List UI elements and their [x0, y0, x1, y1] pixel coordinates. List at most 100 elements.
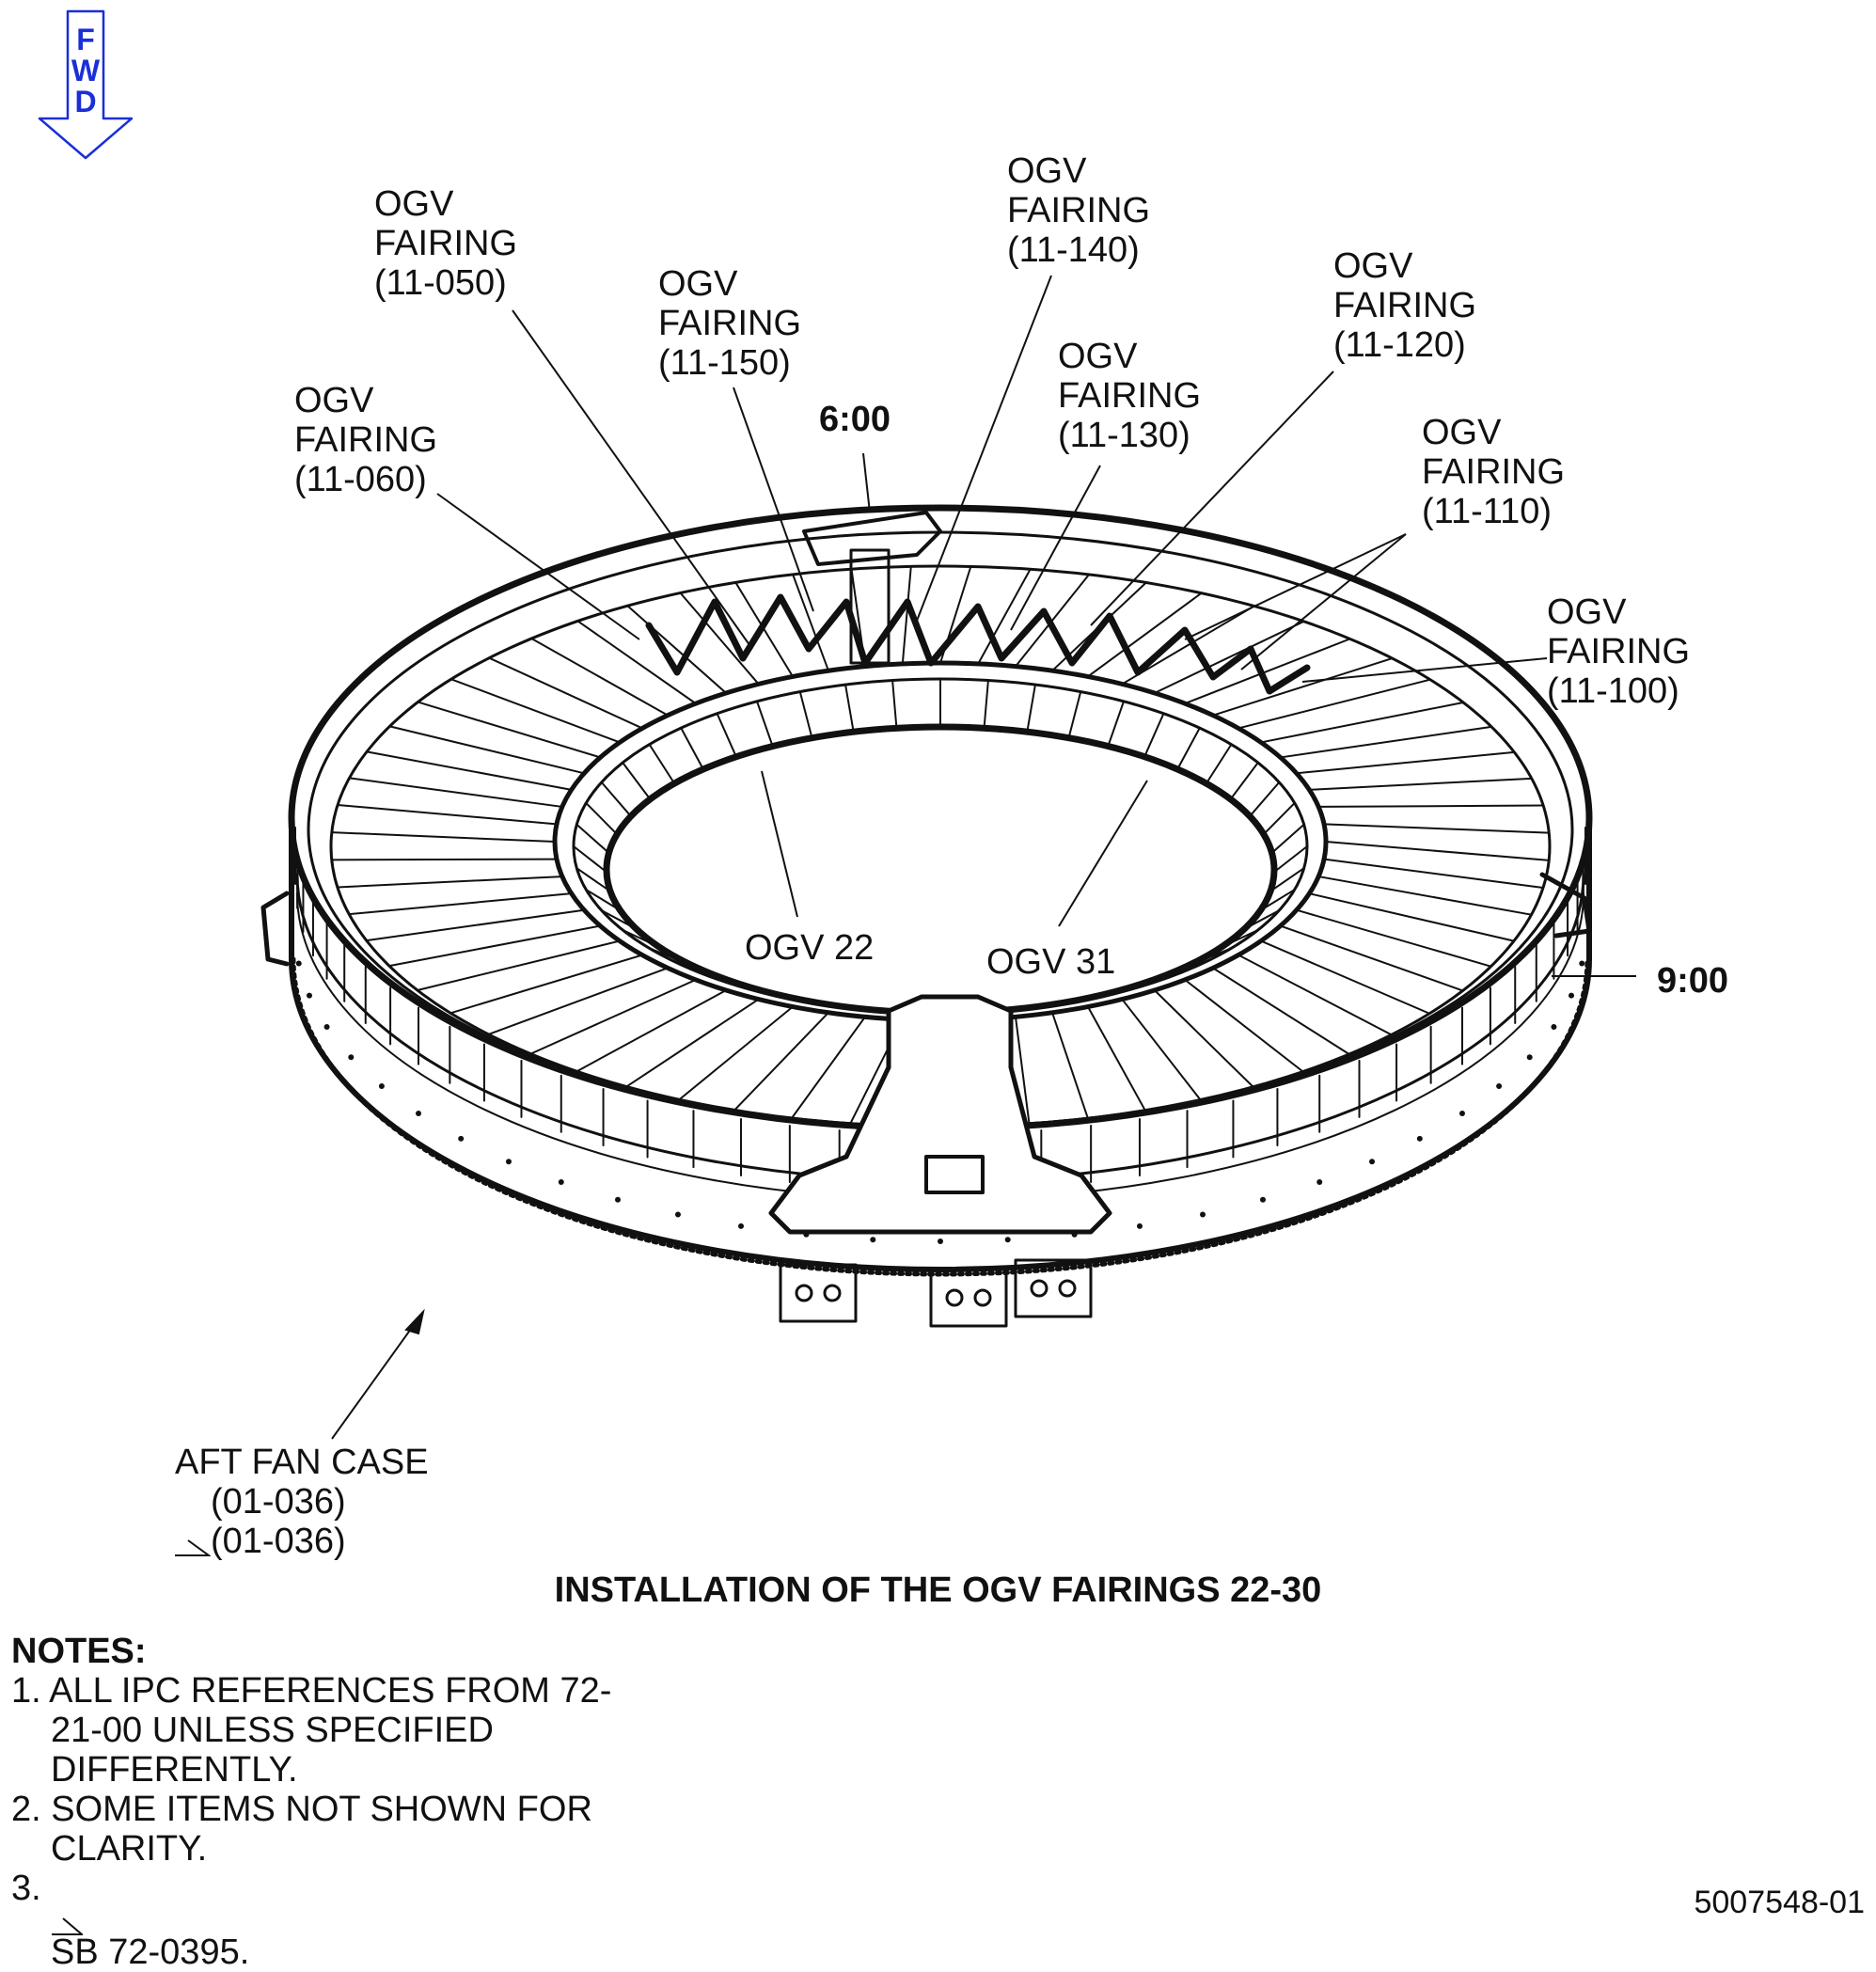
fastener-hole	[1458, 1110, 1465, 1116]
hub-slot	[798, 690, 812, 737]
ogv-vane	[365, 908, 586, 942]
hub-slot	[1206, 743, 1233, 783]
callout-line: OGV	[1007, 151, 1087, 191]
fastener-hole	[1569, 992, 1575, 999]
callout-line: (11-130)	[1058, 416, 1190, 455]
bottom-mount-pylon	[768, 994, 1112, 1235]
hub-slot	[1231, 762, 1259, 798]
fastener-hole	[378, 1083, 385, 1089]
fastener-hole	[738, 1223, 745, 1229]
ogv-vane	[1086, 592, 1203, 678]
callout-line: (11-100)	[1547, 671, 1679, 711]
fastener-hole	[295, 960, 302, 967]
hub-slot	[1276, 845, 1308, 871]
ogv-vane	[348, 777, 563, 808]
callout-ogv-fairing-11-150: OGV FAIRING (11-150)	[658, 264, 801, 383]
callout-ogv-fairing-11-050: OGV FAIRING (11-050)	[374, 184, 517, 303]
hub-slot	[844, 1006, 855, 1011]
callout-line: (11-120)	[1333, 325, 1466, 365]
clevis-mount	[779, 1263, 858, 1323]
hub-slot	[1143, 978, 1165, 986]
callout-ogv-22: OGV 22	[745, 928, 875, 968]
ogv-vane	[530, 638, 670, 717]
notes-block: NOTES: 1. ALL IPC REFERENCES FROM 72-21-…	[11, 1632, 634, 1972]
ogv-vane	[625, 998, 760, 1088]
hub-slot	[575, 867, 608, 891]
ogv-vane	[1279, 924, 1464, 992]
fastener-hole	[1136, 1223, 1143, 1229]
ogv-vane	[576, 620, 697, 705]
ogv-vane	[1323, 858, 1544, 889]
top-mount-strut	[849, 548, 891, 665]
fastener-hole	[1369, 1159, 1376, 1165]
fastener-hole	[1496, 1083, 1503, 1089]
callout-line: FAIRING	[374, 224, 518, 263]
ogv-vane	[336, 876, 563, 889]
hub-slot	[716, 978, 737, 986]
ogv-vane	[487, 967, 670, 1035]
fwd-letter-w: W	[71, 54, 101, 87]
fastener-hole	[1004, 1237, 1011, 1243]
fan-case-drawing	[260, 275, 1636, 1440]
callout-line: OGV	[1547, 592, 1627, 632]
leader-line	[512, 309, 753, 650]
leader-line	[436, 493, 640, 640]
fastener-hole	[558, 1178, 564, 1185]
ogv-vane	[1237, 954, 1393, 1036]
callout-sb-ref: (01-036)	[211, 1522, 346, 1561]
hub-slot	[1143, 712, 1165, 756]
hub-slot	[844, 684, 855, 732]
ogv-vane	[337, 804, 558, 826]
hub-slot	[1272, 867, 1305, 891]
hub-slot	[1108, 990, 1125, 997]
clevis-mount	[929, 1268, 1008, 1328]
leader-line	[1184, 533, 1407, 640]
clevis-pin	[823, 1284, 842, 1302]
clock-position-9-00: 9:00	[1657, 961, 1729, 1001]
callout-ogv-fairing-11-100: OGV FAIRING (11-100)	[1547, 592, 1690, 711]
mount-pad	[924, 1155, 985, 1194]
leader-line	[1010, 465, 1101, 631]
hub-slot	[1026, 684, 1036, 732]
hub-slot	[716, 712, 737, 756]
clevis-mount	[1014, 1258, 1093, 1318]
ogv-vane	[1317, 876, 1533, 916]
callout-ogv-fairing-11-110: OGV FAIRING (11-110)	[1422, 413, 1565, 531]
leader-line	[331, 1311, 424, 1440]
clevis-pin	[795, 1284, 813, 1302]
callout-ogv-fairing-11-060: OGV FAIRING (11-060)	[294, 381, 437, 499]
ogv-vane	[1295, 750, 1516, 775]
fastener-hole	[1526, 1054, 1533, 1061]
callout-line: (11-060)	[294, 460, 427, 499]
hub-slot	[1250, 781, 1281, 816]
callout-line: FAIRING	[1058, 376, 1202, 416]
ogv-vane	[1153, 620, 1305, 695]
ogv-vane	[330, 831, 556, 843]
ogv-vane	[1211, 657, 1394, 717]
ogv-vane	[388, 725, 586, 775]
top-mount-bracket	[802, 511, 942, 566]
hub-slot	[648, 947, 674, 959]
figure-title: INSTALLATION OF THE OGV FAIRINGS 22-30	[554, 1570, 1322, 1610]
clevis-pin	[1030, 1279, 1048, 1298]
ogv-vane	[1184, 638, 1351, 705]
fastener-hole	[416, 1110, 422, 1116]
leader-line	[733, 387, 814, 612]
hub-slot	[585, 889, 617, 908]
callout-ogv-fairing-11-140: OGV FAIRING (11-140)	[1007, 151, 1150, 270]
hub-slot	[1272, 823, 1305, 852]
fastener-hole	[306, 992, 312, 999]
fastener-hole	[1200, 1211, 1206, 1218]
fastener-hole	[870, 1237, 876, 1243]
callout-line: OGV	[294, 381, 374, 420]
ogv-vane	[1308, 892, 1515, 942]
ogv-vane	[387, 924, 602, 968]
ogv-vane	[679, 592, 760, 686]
hub-slot	[622, 929, 650, 943]
ogv-vane	[1317, 804, 1545, 808]
fastener-hole	[674, 1211, 681, 1218]
hub-slot	[1068, 690, 1082, 737]
side-lug-right	[1539, 872, 1592, 939]
callout-line: OGV	[1058, 337, 1138, 376]
callout-line: AFT FAN CASE	[175, 1443, 429, 1482]
